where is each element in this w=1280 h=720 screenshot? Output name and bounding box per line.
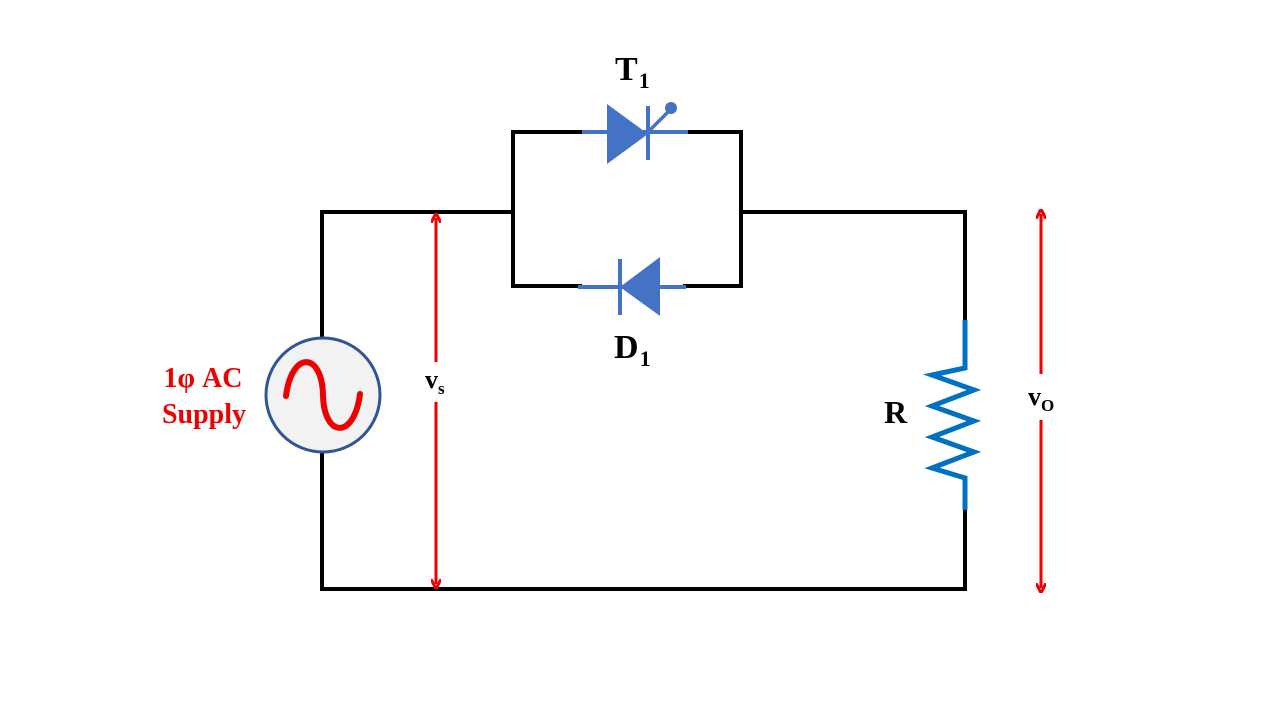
thyristor-label: T1: [615, 51, 650, 93]
supply-label-line1: 1φ AC: [164, 363, 243, 394]
resistor-label: R: [884, 394, 908, 430]
resistor-symbol: [922, 320, 982, 510]
diode-symbol: [578, 257, 686, 316]
output-voltage-label: vO: [1028, 382, 1054, 415]
thyristor-symbol: [582, 102, 688, 164]
circuit-wires: [320, 130, 967, 591]
input-voltage-label: vs: [425, 365, 445, 398]
diode-label: D1: [614, 329, 651, 371]
ac-source-symbol: [264, 336, 382, 454]
supply-label-line2: Supply: [162, 399, 246, 430]
